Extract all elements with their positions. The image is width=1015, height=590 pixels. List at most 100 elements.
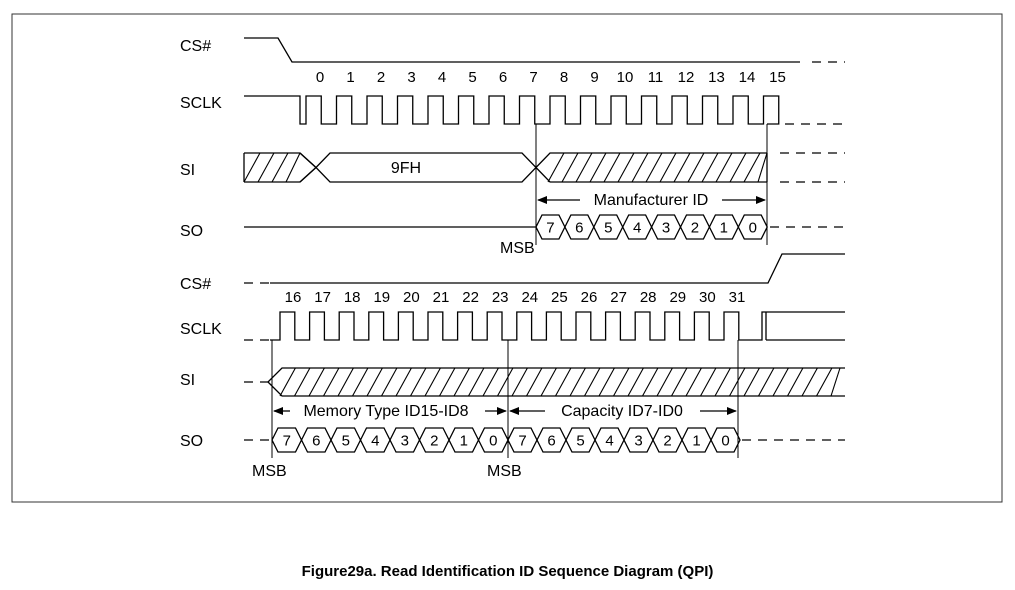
bottom-si-hatch-4	[337, 367, 354, 397]
top-so-bit-2: 5	[604, 220, 612, 237]
top-so-bit-6: 1	[720, 220, 728, 237]
bottom-si-hatch-36	[801, 367, 818, 397]
top-si-right-hatch-0	[547, 152, 565, 183]
top-clock-number-2: 2	[377, 69, 385, 86]
bottom-clock-number-17: 17	[314, 289, 331, 306]
bottom-so-a-bit-5: 2	[430, 433, 438, 450]
bottom-si-hatch-23	[613, 367, 630, 397]
top-si-right-hatch-1	[561, 152, 579, 183]
bottom-clock-number-24: 24	[521, 289, 538, 306]
bottom-so-b-bit-6: 1	[692, 433, 700, 450]
bottom-si-hatch-13	[468, 367, 485, 397]
bottom-so-a-bit-6: 1	[460, 433, 468, 450]
top-so-bit-0: 7	[546, 220, 554, 237]
bottom-si-hatch-27	[671, 367, 688, 397]
bottom-si-hatch-35	[787, 367, 804, 397]
bottom-si-hatch-0	[279, 367, 296, 397]
bottom-si-hatch-14	[482, 367, 499, 397]
top-clock-number-1: 1	[346, 69, 354, 86]
bottom-clock-number-23: 23	[492, 289, 509, 306]
bottom-si-hatch-37	[816, 367, 833, 397]
bottom-si-hatch-8	[395, 367, 412, 397]
bottom-clock-number-21: 21	[433, 289, 450, 306]
top-si-right-hatch-9	[673, 152, 691, 183]
bottom-si-hatch-1	[294, 367, 311, 397]
top-so-label: SO	[180, 223, 203, 240]
bottom-so-a-bit-0: 7	[283, 433, 291, 450]
bottom-clock-number-31: 31	[729, 289, 746, 306]
top-si-left-hatch-0	[243, 152, 261, 183]
bottom-clock-number-29: 29	[669, 289, 686, 306]
top-so-bit-7: 0	[749, 220, 757, 237]
bottom-si-hatch-9	[410, 367, 427, 397]
top-si-right-hatch-11	[701, 152, 719, 183]
bottom-so-a-bit-3: 4	[371, 433, 379, 450]
bottom-so-b-bit-4: 3	[634, 433, 642, 450]
top-si-right-hatch-10	[687, 152, 705, 183]
bottom-si-hatch-22	[598, 367, 615, 397]
top-si-right-hatch-4	[603, 152, 621, 183]
bottom-msb-label-b: MSB	[487, 463, 522, 480]
top-clock-number-12: 12	[678, 69, 695, 86]
bottom-si-hatch-15	[497, 367, 514, 397]
bottom-cs-waveform	[270, 253, 845, 284]
bottom-msb-label-a: MSB	[252, 463, 287, 480]
top-si-right-hatch-5	[617, 152, 635, 183]
top-si-right-hatch-6	[631, 152, 649, 183]
bottom-clock-number-18: 18	[344, 289, 361, 306]
bottom-si-hatch-10	[424, 367, 441, 397]
top-si-right-hatch-14	[743, 152, 761, 183]
bottom-si-label: SI	[180, 372, 195, 389]
top-so-bit-3: 4	[633, 220, 641, 237]
bottom-clock-number-26: 26	[581, 289, 598, 306]
top-si-right-hatch-2	[575, 152, 593, 183]
bottom-si-hatch-20	[569, 367, 586, 397]
bottom-clock-number-28: 28	[640, 289, 657, 306]
bottom-si-hatch-16	[511, 367, 528, 397]
bottom-si-hatch-19	[555, 367, 572, 397]
bottom-si-hatch-17	[526, 367, 543, 397]
bottom-clock-number-22: 22	[462, 289, 479, 306]
top-si-right-hatch-8	[659, 152, 677, 183]
top-clock-number-4: 4	[438, 69, 446, 86]
bottom-si-hatch-12	[453, 367, 470, 397]
top-clock-number-6: 6	[499, 69, 507, 86]
bottom-clock-number-16: 16	[285, 289, 302, 306]
bottom-clock-number-25: 25	[551, 289, 568, 306]
bottom-si-hatch-29	[700, 367, 717, 397]
bottom-si-hatch-24	[627, 367, 644, 397]
bottom-so-b-bit-5: 2	[663, 433, 671, 450]
top-msb-label: MSB	[500, 240, 535, 257]
bottom-si-hatch-34	[772, 367, 789, 397]
top-clock-number-5: 5	[468, 69, 476, 86]
bottom-so-b-bit-cell-7	[710, 427, 741, 453]
top-cs-waveform	[244, 37, 800, 63]
bottom-clock-number-20: 20	[403, 289, 420, 306]
top-sclk-waveform	[244, 95, 780, 125]
bottom-si-hatch-2	[308, 367, 325, 397]
bottom-so-b-bit-1: 6	[547, 433, 555, 450]
bottom-so-b-bit-0: 7	[518, 433, 526, 450]
bottom-so-label: SO	[180, 433, 203, 450]
bottom-si-hatch-28	[685, 367, 702, 397]
manufacturer-id-label: Manufacturer ID	[594, 192, 709, 209]
top-clock-number-8: 8	[560, 69, 568, 86]
top-si-left-hatch-1	[257, 152, 275, 183]
bottom-si-hatch-33	[758, 367, 775, 397]
bottom-so-b-bit-7: 0	[721, 433, 729, 450]
bottom-si-hatch-21	[584, 367, 601, 397]
bottom-clock-number-30: 30	[699, 289, 716, 306]
top-si-right-hatch-7	[645, 152, 663, 183]
top-si-left-hatch-2	[271, 152, 289, 183]
top-clock-number-3: 3	[407, 69, 415, 86]
bottom-so-a-bit-1: 6	[312, 433, 320, 450]
top-si-label: SI	[180, 162, 195, 179]
top-clock-number-11: 11	[648, 69, 664, 86]
bottom-so-b-bit-3: 4	[605, 433, 613, 450]
